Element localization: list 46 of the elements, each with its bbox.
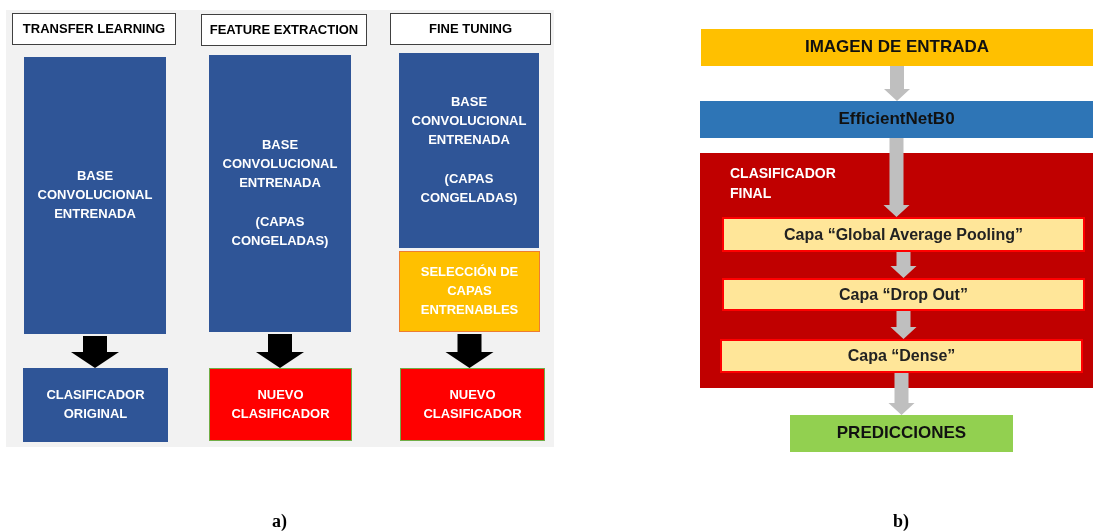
node-label: SELECCIÓN DE CAPAS ENTRENABLES [419,263,520,319]
node-label: NUEVO CLASIFICADOR [422,385,523,423]
panel-label: a) [272,510,287,531]
block-arrow [883,138,910,217]
node-label: Capa “Dense” [846,346,957,367]
header-box [12,13,176,45]
layer-box [720,339,1083,373]
process-box [209,368,352,441]
process-box [400,368,545,441]
block-arrow [71,336,119,368]
process-box [399,251,540,332]
process-box [399,53,539,248]
block-arrow [888,373,915,415]
node-label: (CAPAS CONGELADAS) [230,212,330,250]
process-box [209,55,351,332]
panel-label: b) [893,510,909,531]
node-label: FINE TUNING [427,19,514,38]
node-label: PREDICCIONES [835,422,968,445]
node-label: BASE CONVOLUCIONAL ENTRENADA [410,93,528,150]
block-arrow [445,334,494,368]
block-arrow [884,66,910,101]
layer-box [722,217,1085,252]
layer-box [722,278,1085,311]
block-arrow [890,252,917,278]
node-label: TRANSFER LEARNING [21,19,167,38]
node-label: FEATURE EXTRACTION [208,20,360,39]
node-label: Capa “Global Average Pooling” [783,224,1024,245]
process-box [23,368,168,442]
node-label: (CAPAS CONGELADAS) [419,169,519,207]
node-label: BASE CONVOLUCIONAL ENTRENADA [221,136,339,193]
node-label: EfficientNetB0 [837,108,956,131]
group-container [700,153,1093,388]
output-box [790,415,1013,452]
input-box [701,29,1093,66]
node-label: Capa “Drop Out” [838,284,969,305]
block-arrow [256,334,304,368]
node-label: IMAGEN DE ENTRADA [803,36,991,59]
header-box [390,13,551,45]
node-label: NUEVO CLASIFICADOR [230,385,331,423]
header-box [201,14,367,46]
model-box [700,101,1093,138]
process-box [24,57,166,334]
block-arrow [890,311,917,339]
node-label: CLASIFICADOR FINAL [729,164,837,204]
node-label: BASE CONVOLUCIONAL ENTRENADA [36,167,154,223]
node-label: CLASIFICADOR ORIGINAL [45,386,146,423]
